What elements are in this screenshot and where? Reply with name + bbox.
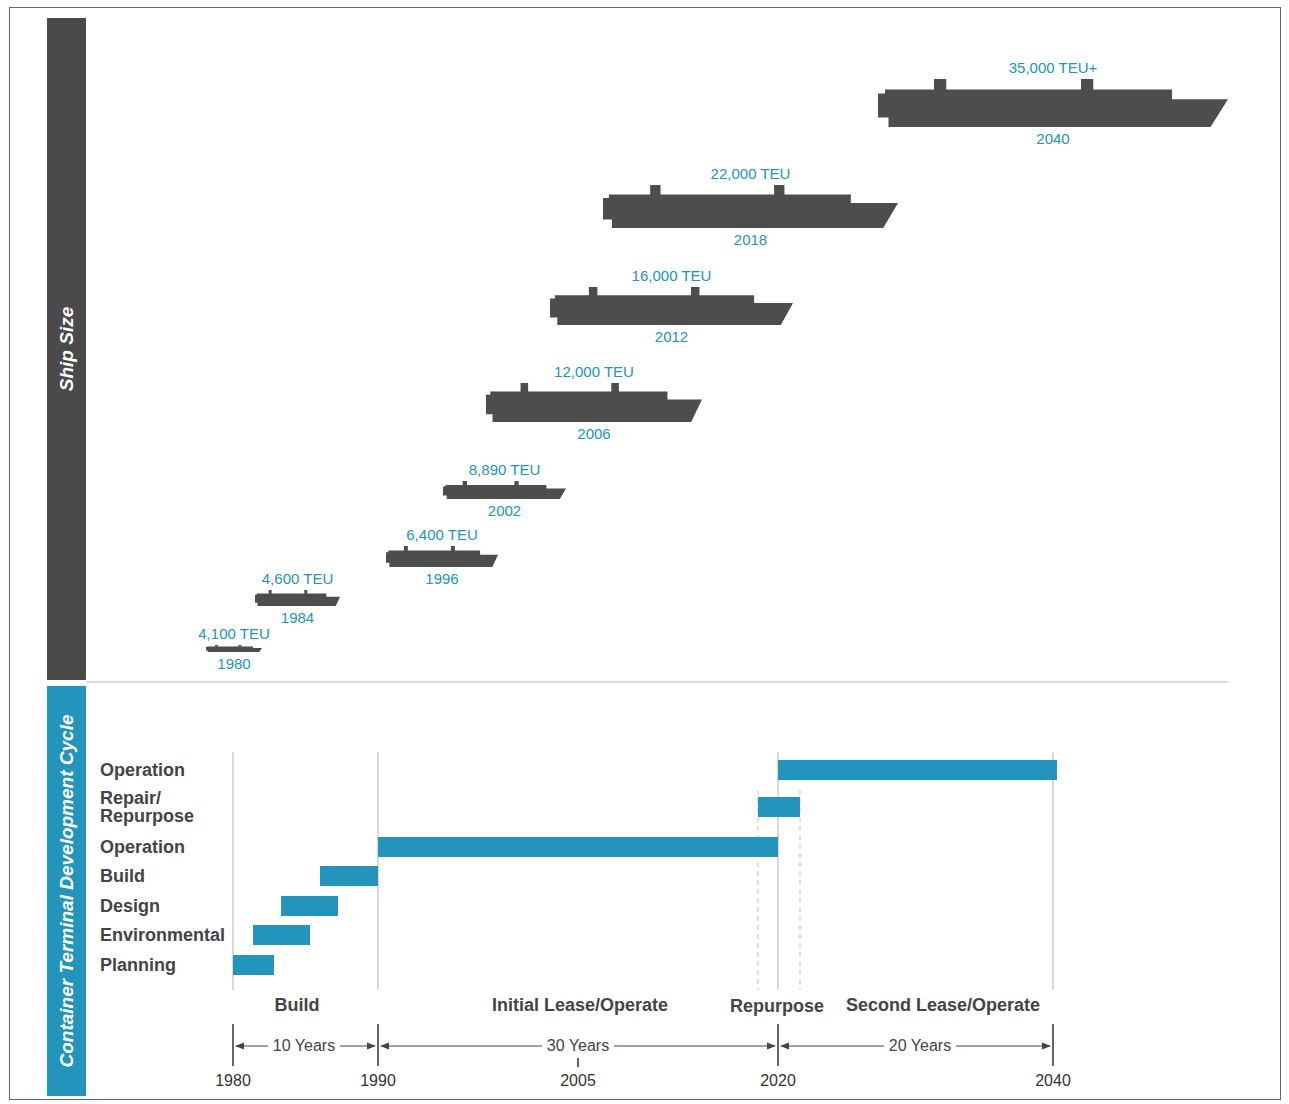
dimension-tick: [377, 1024, 379, 1066]
frame: [10, 8, 1281, 1100]
section-band: Container Terminal Development Cycle: [47, 686, 86, 1096]
gantt-bar: [320, 866, 378, 886]
section-divider: [86, 682, 1228, 683]
year-label: 2018: [734, 232, 767, 249]
section-title: Container Terminal Development Cycle: [56, 714, 78, 1067]
axis-tick-label: 1990: [360, 1072, 396, 1090]
task-label: Build: [100, 867, 145, 885]
axis-line: [233, 1062, 1053, 1063]
capacity-label: 4,600 TEU: [262, 571, 333, 588]
gantt-bar: [378, 837, 778, 857]
capacity-label: 22,000 TEU: [711, 166, 791, 183]
capacity-label: 6,400 TEU: [406, 527, 477, 544]
axis-tick-label: 2005: [560, 1072, 596, 1090]
ship-silhouette: [443, 485, 566, 499]
dashed-gridline: [799, 790, 800, 990]
ship-bridge: [463, 481, 467, 485]
ship-bridge: [451, 546, 455, 551]
axis-tick: [577, 1058, 579, 1067]
section-band: Ship Size: [47, 18, 86, 680]
section-title: Ship Size: [56, 307, 78, 391]
year-label: 2012: [655, 329, 688, 346]
gantt-bar: [253, 925, 310, 945]
ship-silhouette: [206, 647, 262, 652]
dimension-tick: [232, 1024, 234, 1066]
ship-bridge: [934, 79, 946, 91]
ship-bridge: [611, 383, 619, 392]
task-label: Repair/ Repurpose: [100, 789, 240, 825]
gantt-bar: [778, 760, 1057, 780]
ship-silhouette: [878, 90, 1228, 127]
axis-tick-label: 2040: [1035, 1072, 1071, 1090]
capacity-label: 12,000 TEU: [554, 364, 634, 381]
year-label: 1980: [217, 656, 250, 673]
phase-label: Initial Lease/Operate: [492, 996, 668, 1016]
gantt-bar: [281, 896, 338, 916]
capacity-label: 35,000 TEU+: [1009, 60, 1098, 77]
ship-bridge: [1081, 79, 1093, 91]
ship-bridge: [404, 546, 408, 551]
phase-label: Repurpose: [730, 997, 824, 1017]
ship-bridge: [521, 383, 529, 392]
ship-group: [206, 79, 1228, 652]
task-label: Operation: [100, 761, 185, 779]
gridline: [1052, 752, 1054, 990]
gantt-bar: [233, 955, 274, 975]
ship-bridge: [304, 590, 307, 594]
task-label: Operation: [100, 838, 185, 856]
year-label: 2040: [1036, 131, 1069, 148]
task-label: Planning: [100, 956, 176, 974]
task-label: Environmental: [100, 926, 225, 944]
ship-silhouette: [486, 392, 702, 422]
phase-label: Second Lease/Operate: [846, 996, 1040, 1016]
ship-bridge: [269, 590, 272, 594]
ship-silhouette: [255, 594, 340, 606]
ship-bridge: [215, 645, 218, 647]
ship-bridge: [650, 185, 660, 195]
ship-bridge: [238, 645, 241, 647]
axis-tick-label: 1980: [215, 1072, 251, 1090]
capacity-label: 8,890 TEU: [469, 462, 540, 479]
dimension-tick: [1052, 1024, 1054, 1066]
year-label: 1996: [425, 571, 458, 588]
duration-label: 10 Years: [268, 1037, 340, 1055]
ship-bridge: [514, 481, 518, 485]
ship-silhouette: [386, 551, 498, 567]
axis-tick-label: 2020: [760, 1072, 796, 1090]
task-label: Design: [100, 897, 160, 915]
dashed-gridline: [757, 790, 758, 990]
ship-bridge: [589, 287, 598, 296]
gridline: [232, 752, 234, 990]
gridline: [777, 752, 779, 990]
gantt-bar: [758, 797, 800, 817]
year-label: 2006: [577, 426, 610, 443]
ship-silhouette: [603, 194, 898, 228]
duration-label: 30 Years: [542, 1037, 614, 1055]
year-label: 2002: [488, 503, 521, 520]
ship-silhouette: [550, 295, 793, 325]
phase-label: Build: [275, 996, 320, 1016]
capacity-label: 4,100 TEU: [198, 626, 269, 643]
capacity-label: 16,000 TEU: [632, 268, 712, 285]
ship-bridge: [774, 185, 784, 195]
ship-bridge: [691, 287, 700, 296]
dimension-tick: [777, 1024, 779, 1066]
year-label: 1984: [281, 610, 314, 627]
duration-label: 20 Years: [884, 1037, 956, 1055]
